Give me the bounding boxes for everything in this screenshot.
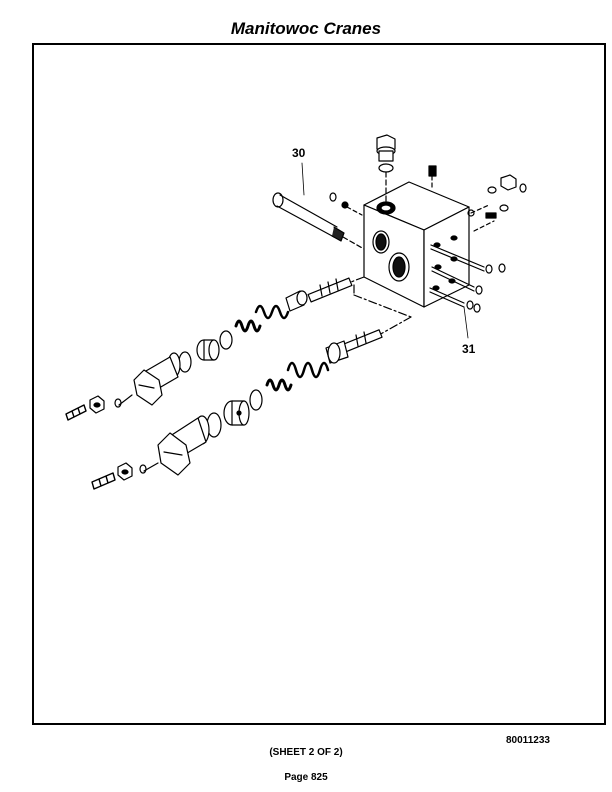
lower-set-screw — [91, 472, 116, 490]
side-bolts — [429, 244, 506, 313]
lower-piston — [223, 400, 250, 426]
drawing-part-number: 80011233 — [506, 735, 550, 746]
upper-cartridge — [114, 352, 181, 408]
small-plug — [428, 165, 437, 191]
upper-piston — [196, 339, 220, 361]
document-title: Manitowoc Cranes — [230, 19, 382, 38]
upper-set-screw — [65, 404, 87, 421]
exploded-valve-diagram: 30 31 — [65, 134, 527, 490]
tie-bolt — [272, 192, 365, 250]
diagram-frame: 30 31 — [32, 43, 606, 725]
callout-31: 31 — [462, 342, 476, 356]
lower-cartridge — [139, 415, 210, 476]
right-fittings — [467, 174, 527, 232]
top-plug — [376, 134, 396, 203]
callout-30: 30 — [292, 146, 306, 160]
sheet-label: (SHEET 2 OF 2) — [269, 747, 343, 758]
upper-spring — [234, 304, 290, 333]
lower-spring — [265, 361, 330, 392]
page-number: Page 825 — [284, 772, 328, 783]
upper-spool — [285, 277, 353, 312]
valve-block — [363, 181, 470, 308]
lower-spool — [325, 329, 383, 364]
